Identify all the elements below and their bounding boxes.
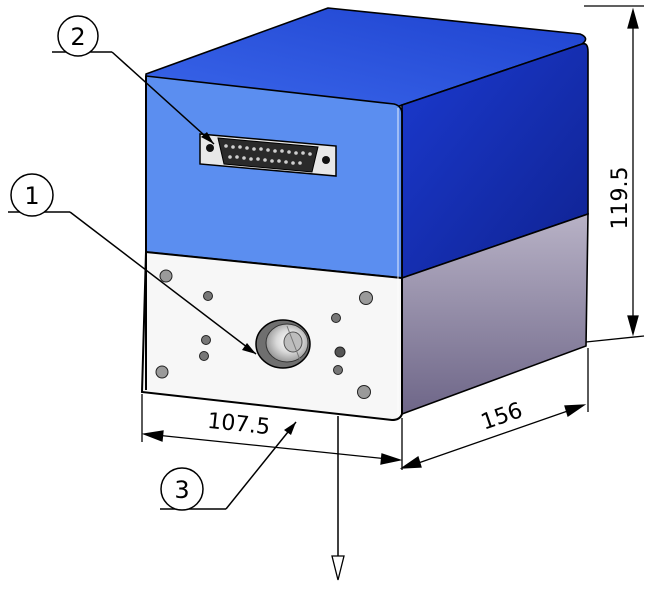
fiber-output-port-icon bbox=[255, 319, 311, 369]
callout-1-label: 1 bbox=[24, 182, 39, 210]
db25-connector-icon bbox=[199, 133, 337, 177]
callout-1: 1 bbox=[10, 173, 54, 217]
height-dimension-label: 119.5 bbox=[608, 167, 633, 230]
output-direction-arrow bbox=[331, 416, 345, 581]
mounting-hole bbox=[357, 385, 371, 399]
callout-arrowheads bbox=[201, 132, 296, 435]
mounting-holes bbox=[155, 269, 373, 399]
mounting-hole bbox=[155, 365, 169, 379]
device-box bbox=[140, 7, 589, 422]
width-dimension-label: 107.5 bbox=[206, 409, 271, 440]
mounting-hole bbox=[203, 291, 213, 301]
depth-dimension-label: 156 bbox=[478, 398, 526, 435]
depth-dimension bbox=[399, 348, 589, 469]
front-face-upper bbox=[145, 75, 403, 279]
mounting-hole bbox=[334, 346, 346, 358]
mounting-hole bbox=[331, 313, 341, 323]
mounting-hole bbox=[201, 335, 211, 345]
callout-3-label: 3 bbox=[174, 476, 189, 504]
mounting-hole bbox=[159, 269, 173, 283]
callout-3: 3 bbox=[160, 467, 204, 511]
callout-2-label: 2 bbox=[70, 23, 85, 51]
callout-2: 2 bbox=[57, 15, 99, 57]
width-dimension bbox=[141, 394, 403, 470]
mounting-hole bbox=[199, 351, 209, 361]
mounting-hole bbox=[359, 291, 373, 305]
side-face-upper bbox=[401, 42, 589, 280]
callout-leaders bbox=[8, 51, 297, 510]
height-dimension bbox=[584, 5, 645, 343]
mounting-hole bbox=[333, 365, 343, 375]
